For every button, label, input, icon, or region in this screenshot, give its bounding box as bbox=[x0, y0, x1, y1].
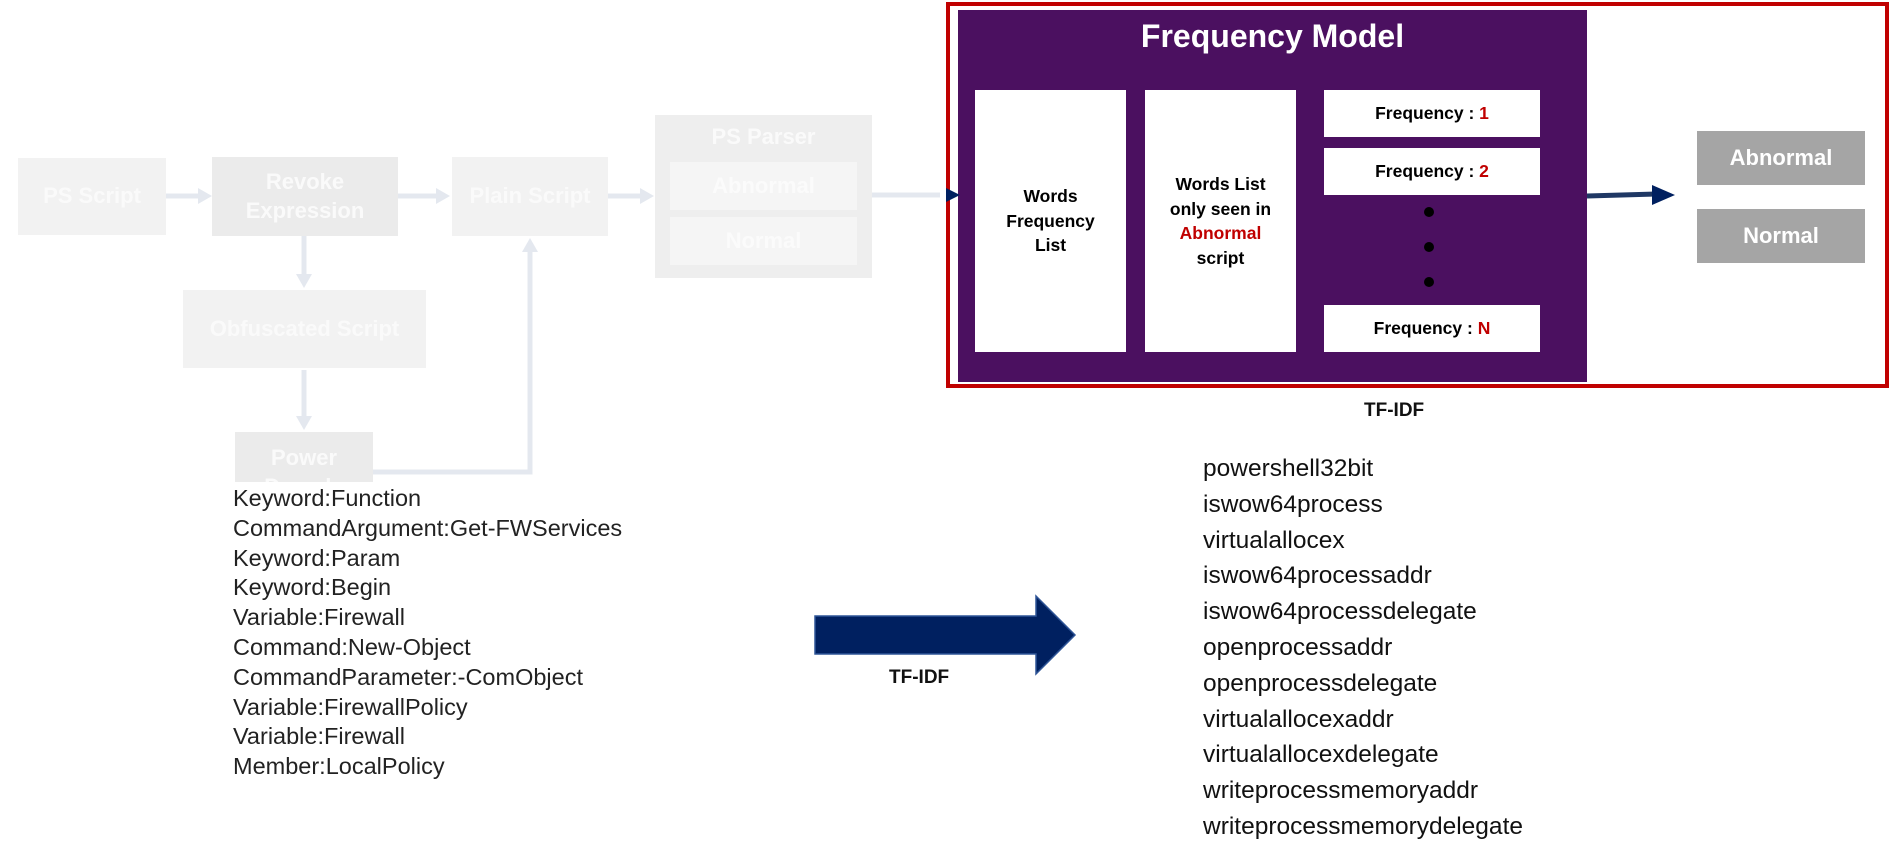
token-item: CommandParameter:-ComObject bbox=[233, 663, 583, 690]
frequency-value: 2 bbox=[1479, 161, 1489, 181]
word-item: iswow64process bbox=[1203, 490, 1383, 518]
token-item: Variable:Firewall bbox=[233, 604, 405, 631]
frequency-row: Frequency : 1 bbox=[1324, 90, 1540, 137]
frequency-label: Frequency : bbox=[1375, 161, 1475, 181]
transform-label: TF-IDF bbox=[889, 667, 950, 688]
ellipsis-dot bbox=[1424, 242, 1434, 252]
power-decode-box: Power Decode bbox=[235, 432, 373, 482]
token-item: Keyword:Param bbox=[233, 544, 401, 571]
ellipsis-dot bbox=[1424, 207, 1434, 217]
ps-parser-abnormal: Abnormal bbox=[670, 162, 857, 210]
word-item: openprocessaddr bbox=[1203, 633, 1393, 661]
words-frequency-list-label: Words Frequency List bbox=[1006, 186, 1095, 256]
frequency-row: Frequency : N bbox=[1324, 305, 1540, 352]
word-item: iswow64processaddr bbox=[1203, 562, 1432, 590]
output-normal: Normal bbox=[1697, 209, 1865, 263]
ellipsis-dot bbox=[1424, 277, 1434, 287]
frequency-label: Frequency : bbox=[1375, 103, 1475, 123]
tfidf-block-arrow bbox=[814, 594, 1077, 676]
abnormal-words-list-box: Words List only seen in Abnormal script bbox=[1145, 90, 1296, 352]
model-output-arrowhead bbox=[1652, 185, 1675, 205]
word-item: writeprocessmemoryaddr bbox=[1203, 777, 1479, 805]
model-input-arrowhead bbox=[946, 188, 960, 202]
model-caption: TF-IDF bbox=[1364, 400, 1425, 421]
obfuscated-script-box: Obfuscated Script bbox=[183, 290, 426, 368]
token-item: Member:LocalPolicy bbox=[233, 753, 445, 780]
word-item: virtualallocexdelegate bbox=[1203, 741, 1439, 769]
token-item: Keyword:Function bbox=[233, 485, 422, 511]
token-item: CommandArgument:Get-FWServices bbox=[233, 514, 623, 541]
word-item: iswow64processdelegate bbox=[1203, 598, 1477, 626]
abnormal-words-list-highlight: Abnormal bbox=[1179, 223, 1262, 243]
words-frequency-list-box: Words Frequency List bbox=[975, 90, 1126, 352]
revoke-expression-box: Revoke Expression bbox=[212, 157, 398, 236]
frequency-value: N bbox=[1477, 318, 1491, 338]
token-item: Variable:Firewall bbox=[233, 723, 405, 750]
frequency-model-title: Frequency Model bbox=[1140, 18, 1405, 54]
ps-parser-normal: Normal bbox=[670, 217, 857, 265]
token-item: Keyword:Begin bbox=[233, 574, 392, 601]
token-list: Keyword:Function CommandArgument:Get-FWS… bbox=[233, 484, 622, 782]
abnormal-words-list-prefix: Words List only seen in bbox=[1169, 174, 1272, 219]
word-item: powershell32bit bbox=[1203, 455, 1374, 482]
abnormal-words-list-suffix: script bbox=[1196, 247, 1245, 268]
word-item: virtualallocexaddr bbox=[1203, 705, 1394, 733]
token-item: Command:New-Object bbox=[233, 633, 471, 660]
word-list: powershell32bit iswow64process virtualal… bbox=[1203, 451, 1523, 845]
plain-script-box: Plain Script bbox=[452, 157, 608, 236]
token-item: Variable:FirewallPolicy bbox=[233, 693, 468, 720]
output-abnormal: Abnormal bbox=[1697, 131, 1865, 185]
word-item: virtualallocex bbox=[1203, 526, 1345, 554]
word-item: openprocessdelegate bbox=[1203, 669, 1438, 697]
word-item: writeprocessmemorydelegate bbox=[1203, 812, 1523, 840]
ps-script-box: PS Script bbox=[18, 158, 166, 235]
frequency-value: 1 bbox=[1479, 103, 1489, 123]
frequency-row: Frequency : 2 bbox=[1324, 148, 1540, 195]
frequency-label: Frequency : bbox=[1373, 318, 1473, 338]
ps-parser-title: PS Parser bbox=[711, 124, 816, 149]
model-output-arrow-line bbox=[1586, 191, 1656, 199]
